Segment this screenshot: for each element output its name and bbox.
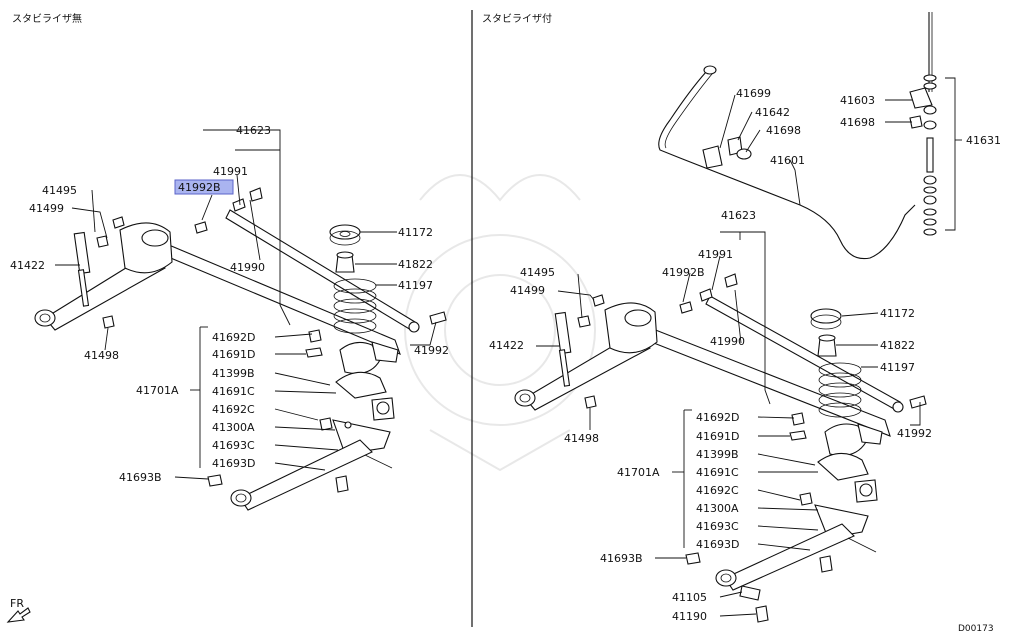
label-41692C[interactable]: 41692C <box>696 484 739 497</box>
label-41693C[interactable]: 41693C <box>696 520 739 533</box>
label-41601[interactable]: 41601 <box>770 154 805 167</box>
label-41642[interactable]: 41642 <box>755 106 790 119</box>
label-41197[interactable]: 41197 <box>880 361 915 374</box>
label-41692D[interactable]: 41692D <box>212 331 255 344</box>
left-small-hardware[interactable] <box>96 187 447 493</box>
label-41399B[interactable]: 41399B <box>696 448 739 461</box>
right-assembly: 41699 41642 41698 41601 41603 41698 4163… <box>489 12 1001 623</box>
watermark-emblem <box>404 174 596 472</box>
label-41992[interactable]: 41992 <box>897 427 932 440</box>
label-41991[interactable]: 41991 <box>213 165 248 178</box>
right-part-labels: 41699 41642 41698 41601 41603 41698 4163… <box>489 87 1001 623</box>
label-41822[interactable]: 41822 <box>880 339 915 352</box>
label-41691D[interactable]: 41691D <box>212 348 255 361</box>
svg-text:41992B: 41992B <box>178 181 221 194</box>
right-coil-spring[interactable] <box>810 308 862 418</box>
label-41499[interactable]: 41499 <box>510 284 545 297</box>
right-shock-absorber[interactable] <box>554 311 572 387</box>
right-trailing-arm[interactable] <box>514 302 658 411</box>
label-41701A[interactable]: 41701A <box>617 466 660 479</box>
left-section-header: スタビライザ無 <box>12 12 82 25</box>
label-41498[interactable]: 41498 <box>84 349 119 362</box>
label-41691D[interactable]: 41691D <box>696 430 739 443</box>
label-41990[interactable]: 41990 <box>230 261 265 274</box>
label-41693C[interactable]: 41693C <box>212 439 255 452</box>
right-stabilizer-link[interactable] <box>909 12 937 236</box>
left-spindle-bracket[interactable] <box>230 341 399 511</box>
label-41603[interactable]: 41603 <box>840 94 875 107</box>
left-assembly: 41623 41991 41992B 41495 41499 41422 419… <box>10 124 449 511</box>
left-part-labels: 41623 41991 41992B 41495 41499 41422 419… <box>10 124 449 484</box>
label-41701A[interactable]: 41701A <box>136 384 179 397</box>
right-spindle-bracket[interactable] <box>715 423 883 623</box>
label-41300A[interactable]: 41300A <box>696 502 739 515</box>
label-41691C[interactable]: 41691C <box>212 385 255 398</box>
fr-direction-indicator: FR <box>6 597 31 623</box>
right-leader-lines <box>536 77 962 617</box>
label-41992B-highlighted[interactable]: 41992B <box>174 179 234 195</box>
left-shock-absorber[interactable] <box>73 231 91 307</box>
left-coil-spring[interactable] <box>329 224 377 334</box>
label-41693D[interactable]: 41693D <box>696 538 739 551</box>
label-41197[interactable]: 41197 <box>398 279 433 292</box>
fr-arrow-icon <box>6 607 31 623</box>
label-41399B[interactable]: 41399B <box>212 367 255 380</box>
label-41991[interactable]: 41991 <box>698 248 733 261</box>
right-stabilizer-bar[interactable] <box>658 65 916 260</box>
label-41992[interactable]: 41992 <box>414 344 449 357</box>
right-section-header: スタビライザ付 <box>482 12 552 25</box>
label-41498[interactable]: 41498 <box>564 432 599 445</box>
label-41691C[interactable]: 41691C <box>696 466 739 479</box>
label-41693B[interactable]: 41693B <box>119 471 162 484</box>
label-41992B[interactable]: 41992B <box>662 266 705 279</box>
label-41623[interactable]: 41623 <box>721 209 756 222</box>
fr-label: FR <box>10 597 24 610</box>
label-41990[interactable]: 41990 <box>710 335 745 348</box>
label-41495[interactable]: 41495 <box>520 266 555 279</box>
label-41631[interactable]: 41631 <box>966 134 1001 147</box>
label-41699[interactable]: 41699 <box>736 87 771 100</box>
label-41698-bar[interactable]: 41698 <box>766 124 801 137</box>
label-41822[interactable]: 41822 <box>398 258 433 271</box>
label-41172[interactable]: 41172 <box>880 307 915 320</box>
left-trailing-arm[interactable] <box>34 222 173 331</box>
label-41692D[interactable]: 41692D <box>696 411 739 424</box>
label-41422[interactable]: 41422 <box>10 259 45 272</box>
label-41190[interactable]: 41190 <box>672 610 707 623</box>
label-41172[interactable]: 41172 <box>398 226 433 239</box>
label-41692C[interactable]: 41692C <box>212 403 255 416</box>
label-41105[interactable]: 41105 <box>672 591 707 604</box>
label-41300A[interactable]: 41300A <box>212 421 255 434</box>
left-lateral-rod[interactable] <box>225 209 420 333</box>
label-41499[interactable]: 41499 <box>29 202 64 215</box>
right-small-hardware[interactable] <box>577 273 927 573</box>
right-lateral-rod[interactable] <box>705 295 904 413</box>
label-41693B[interactable]: 41693B <box>600 552 643 565</box>
label-41422[interactable]: 41422 <box>489 339 524 352</box>
label-41623[interactable]: 41623 <box>236 124 271 137</box>
diagram-ref-code: D00173 <box>958 624 994 634</box>
label-41693D[interactable]: 41693D <box>212 457 255 470</box>
left-leader-lines <box>55 129 437 480</box>
label-41495[interactable]: 41495 <box>42 184 77 197</box>
label-41698-link[interactable]: 41698 <box>840 116 875 129</box>
